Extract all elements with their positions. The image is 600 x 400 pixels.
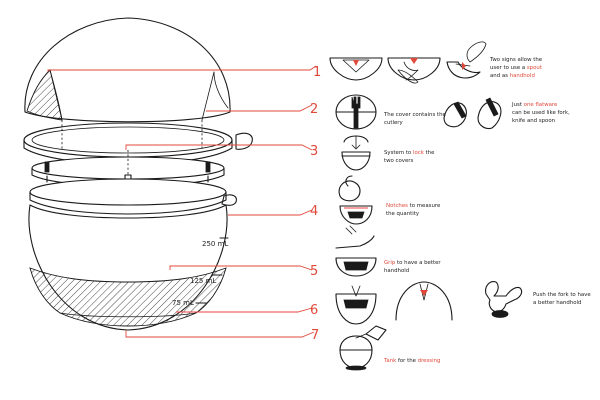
caption-cover-l1: The cover contains the [383,112,446,118]
caption-notches: Notches to measure the quantity [386,203,441,217]
leader-1 [47,65,317,72]
caption-lock-l3: two covers [384,158,414,164]
callout-2: 2 [310,102,318,117]
caption-grip-l1: Grip to have a better [384,260,441,266]
caption-spout-l3: and as handhold [490,73,535,79]
caption-spout: Two signs allow the user to use a spout … [489,57,543,79]
leader-7 [125,330,315,338]
caption-flatware: Just one flatware can be used like fork,… [511,102,570,124]
sketch-notches [338,175,373,225]
sketch-spout-signs [329,41,487,84]
measure-75: 75 mL [172,299,194,307]
caption-grip-l2: handhold [384,268,409,274]
leader-6 [176,307,313,313]
caption-fork-l1: Push the fork to have [533,292,591,298]
sketch-flatware [443,97,502,130]
caption-spout-l1: Two signs allow the [489,57,543,63]
caption-notches-l1: Notches to measure [386,203,441,209]
callout-4: 4 [310,204,318,219]
callout-3: 3 [310,144,318,159]
caption-flatware-l3: knife and spoon [512,118,555,124]
callout-5: 5 [310,264,318,279]
dressing-hatch [29,267,227,327]
caption-tank: Tank for the dressing [383,358,440,364]
sketch-tank [339,325,387,371]
caption-lock: System to lock the two covers [384,150,435,164]
caption-cover-h1: cutlery [384,120,404,126]
measure-125: 125 mL [190,277,216,285]
sketch-cutlery-cover [335,94,377,130]
sketch-push-fork [335,281,523,325]
callout-7: 7 [311,328,319,343]
caption-cover: The cover contains the cutlery [383,112,446,126]
sketch-lock-system [341,135,371,171]
leader-3 [125,144,313,151]
caption-notches-l2: the quantity [386,211,420,217]
caption-flatware-l1: Just one flatware [511,102,558,108]
callout-1: 1 [313,65,321,80]
callout-6: 6 [310,303,318,318]
caption-fork: Push the fork to have a better handhold [533,292,591,306]
exploded-bowl-drawing: 250 mL 125 mL 75 mL [23,17,253,331]
caption-tank-l1: Tank for the dressing [383,358,440,364]
leader-2 [206,104,313,112]
caption-lock-l1: System to lock the [384,150,435,156]
caption-spout-l2: user to use a spout [490,65,542,71]
callout-leaders [47,65,317,338]
caption-grip: Grip to have a better handhold [384,260,441,274]
caption-fork-l2: a better handhold [533,300,581,306]
measure-250: 250 mL [202,240,228,248]
sketch-grip [335,225,377,277]
bowl-rim [29,178,237,215]
leader-4 [228,209,313,216]
caption-flatware-l2: can be used like fork, [512,110,570,116]
bowl-body [28,204,229,331]
leader-5 [169,265,313,271]
